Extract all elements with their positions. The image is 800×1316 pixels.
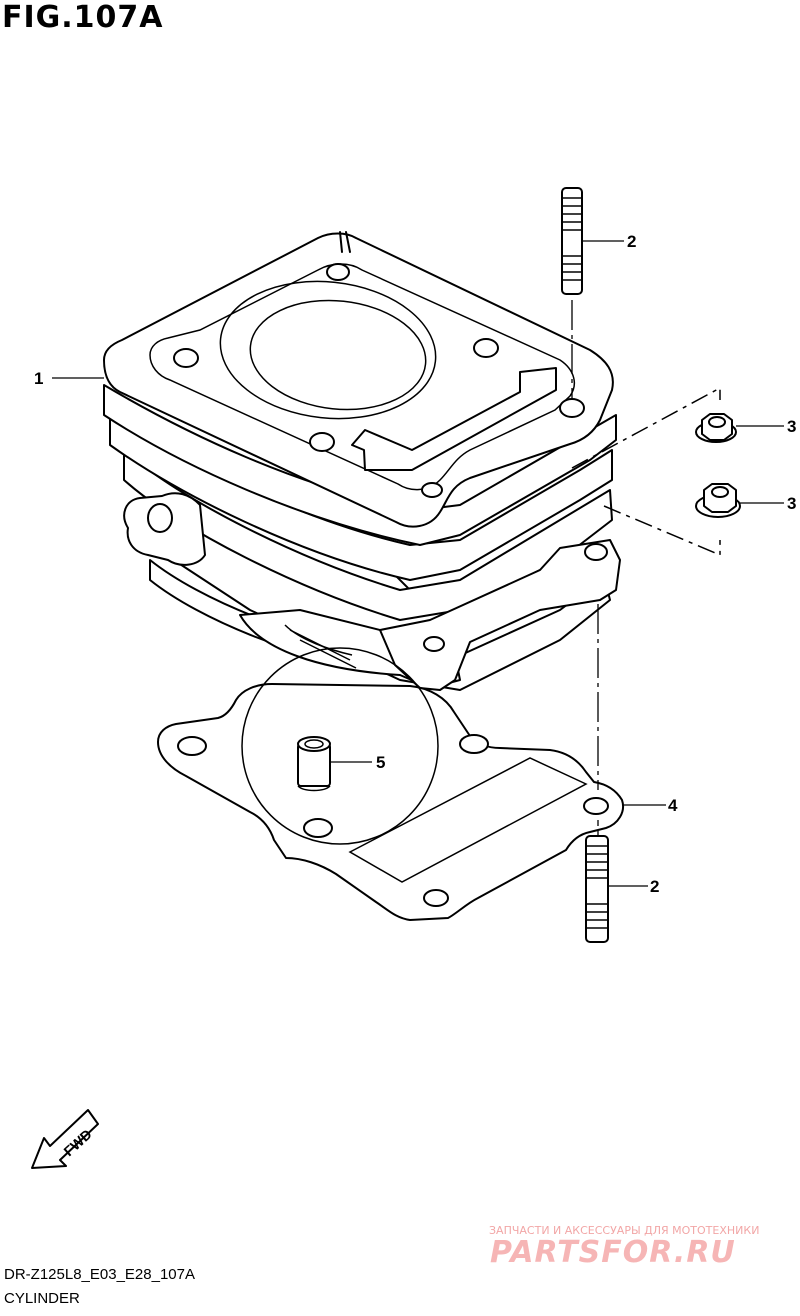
flange-nut-lower-drawing[interactable] [695,483,741,518]
cylinder-drawing[interactable] [103,231,621,691]
watermark-tagline: ЗАПЧАСТИ И АКСЕССУАРЫ ДЛЯ МОТОТЕХНИКИ [489,1224,760,1237]
leader-lines [52,240,784,887]
nut-bracket-lines [571,386,721,557]
callout-5[interactable]: 5 [376,753,385,772]
watermark-logo: PARTSFOR.RU [490,1235,736,1270]
callout-4[interactable]: 4 [668,796,678,815]
stud-bolt-lower-drawing[interactable] [585,820,609,943]
callout-1[interactable]: 1 [34,369,43,388]
figure-title: FIG.107A [2,0,164,35]
model-code: DR-Z125L8_E03_E28_107A [4,1266,195,1283]
callout-2-upper[interactable]: 2 [627,232,636,251]
fwd-arrow-icon: FWD [31,1109,99,1169]
callout-2-lower[interactable]: 2 [650,877,659,896]
cylinder-base-gasket-drawing[interactable] [157,604,624,921]
flange-nut-upper-drawing[interactable] [695,413,737,443]
dowel-pin-drawing[interactable] [297,736,331,792]
callout-3-lower[interactable]: 3 [787,494,796,513]
stud-bolt-upper-drawing[interactable] [561,187,583,400]
callout-3-upper[interactable]: 3 [787,417,796,436]
part-name: CYLINDER [4,1290,80,1307]
